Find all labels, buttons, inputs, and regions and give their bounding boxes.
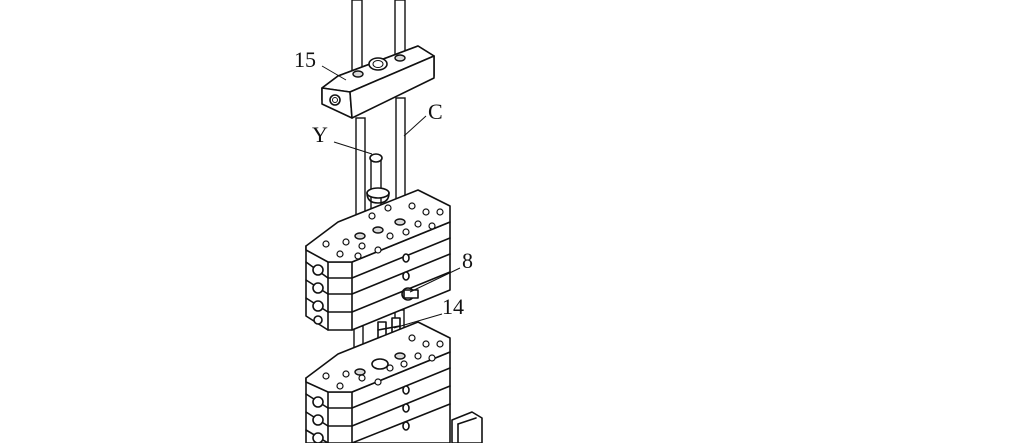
callout-y: Y <box>312 122 328 147</box>
upper-weight-stack <box>305 189 451 331</box>
callout-8: 8 <box>462 248 473 273</box>
callout-c: C <box>428 99 443 124</box>
callout-15: 15 <box>294 47 316 72</box>
callout-14: 14 <box>442 294 464 319</box>
base-foot <box>451 411 483 443</box>
leader-lines <box>321 65 461 329</box>
top-block <box>321 45 435 119</box>
lower-weight-stack <box>305 321 451 443</box>
